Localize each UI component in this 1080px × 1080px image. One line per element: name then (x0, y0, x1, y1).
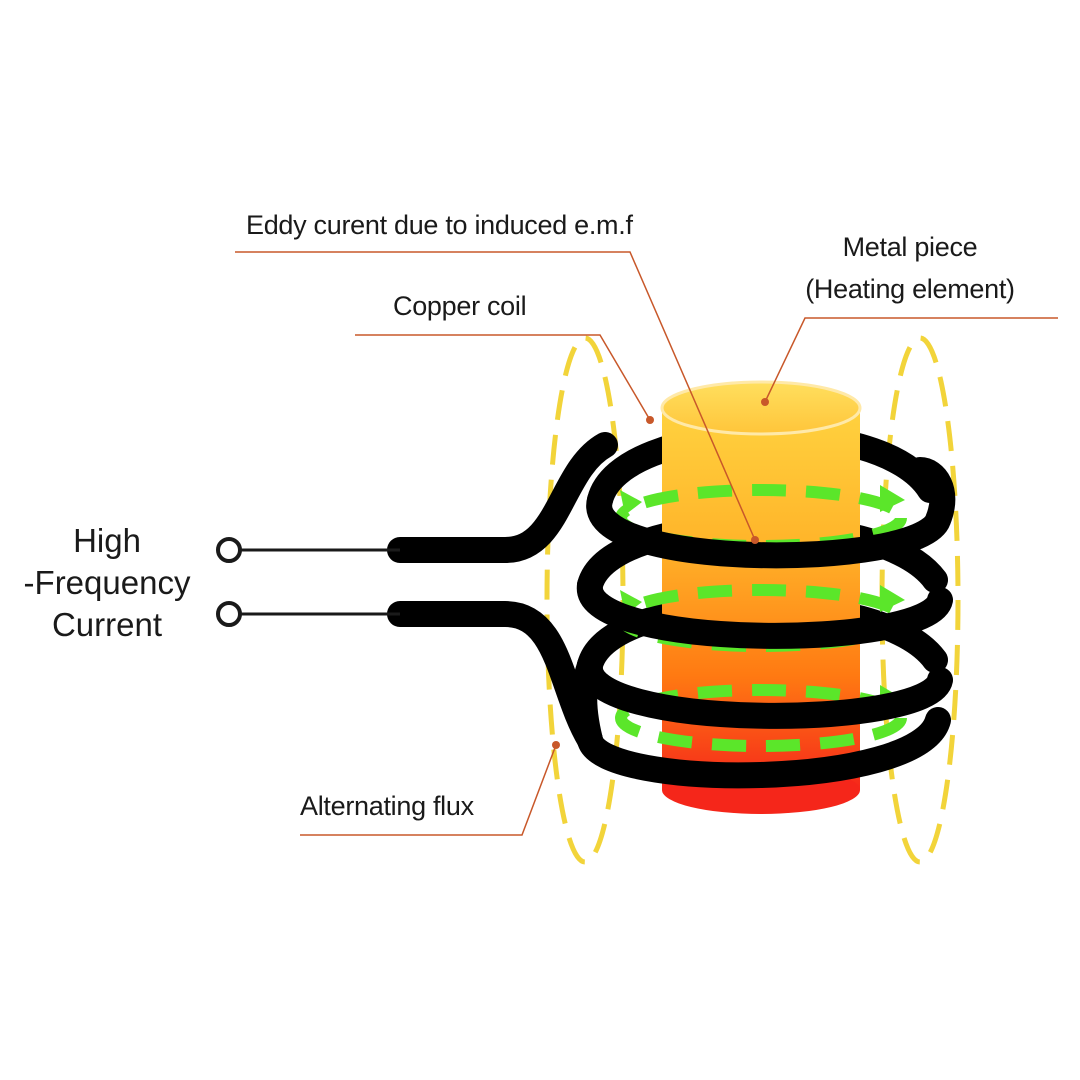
label-eddy-current: Eddy curent due to induced e.m.f (246, 210, 633, 240)
leader-lines (235, 251, 1058, 836)
label-copper-coil: Copper coil (393, 291, 526, 321)
terminal-circle-icon (216, 537, 242, 563)
label-source-current: Current (52, 606, 162, 643)
label-source-high: High (73, 522, 141, 559)
label-metal-piece: Metal piece (843, 232, 978, 262)
label-heating-element: (Heating element) (805, 274, 1015, 304)
label-source-frequency: -Frequency (24, 564, 191, 601)
leader-dots (552, 398, 769, 749)
coil-leads (387, 432, 618, 753)
terminal-circle-icon (216, 601, 242, 627)
flux-loop-right (879, 335, 961, 865)
terminal-wires (216, 537, 400, 627)
label-alternating-flux: Alternating flux (300, 791, 475, 821)
